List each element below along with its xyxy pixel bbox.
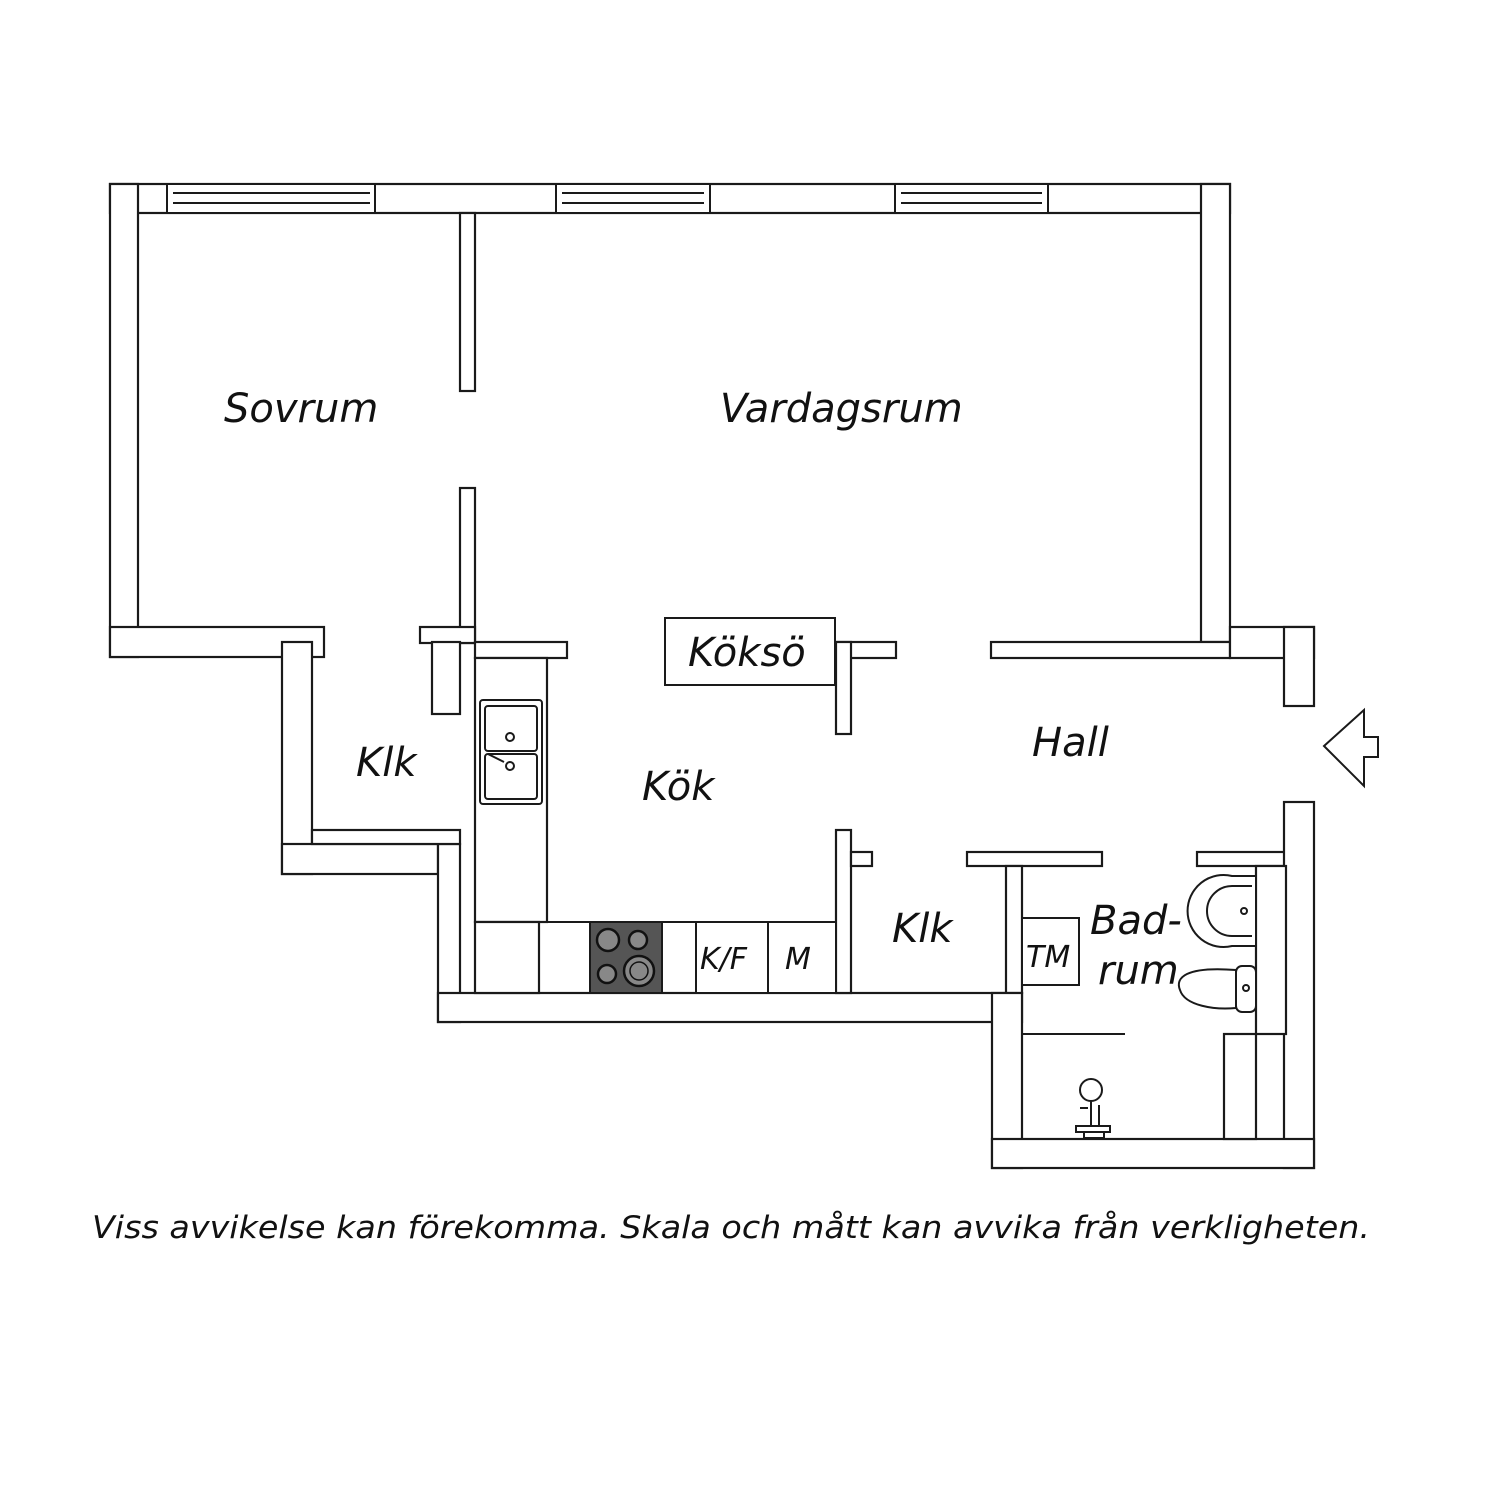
- bathroom-fixtures: [1021, 874, 1257, 1139]
- room-label-vardagsrum: Vardagsrum: [720, 386, 963, 432]
- room-label-klk-left: Klk: [356, 740, 418, 786]
- microwave: [767, 921, 837, 994]
- room-label-sovrum: Sovrum: [224, 386, 378, 432]
- room-label-hall: Hall: [1032, 720, 1109, 766]
- washing-machine: [1021, 917, 1080, 986]
- stove-icon: [589, 921, 663, 994]
- window-living-right: [894, 183, 1049, 214]
- kitchen-island: [664, 617, 836, 686]
- fridge-freezer-label: K/F: [700, 942, 748, 977]
- toilet-icon: [1177, 965, 1257, 1013]
- kitchen-fixtures: [479, 617, 837, 994]
- shower-icon: [1075, 1078, 1111, 1139]
- room-label-badrum-1: Bad-: [1090, 898, 1182, 944]
- room-labels: Sovrum Vardagsrum Köksö Kök Hall Klk Klk…: [224, 386, 1182, 994]
- walls: [108, 182, 1316, 1170]
- windows: [166, 183, 1049, 214]
- room-label-badrum-2: rum: [1098, 948, 1179, 994]
- room-label-koksö: Köksö: [688, 630, 806, 676]
- window-living-left: [555, 183, 711, 214]
- room-label-kok: Kök: [642, 764, 716, 810]
- fridge-freezer: [695, 921, 769, 994]
- washer-label: TM: [1026, 940, 1070, 975]
- fixture-labels: K/F M TM: [700, 940, 1070, 977]
- microwave-label: M: [785, 942, 811, 977]
- entrance-arrow-icon: [1322, 707, 1379, 789]
- room-label-klk-right: Klk: [892, 906, 954, 952]
- disclaimer-text: Viss avvikelse kan förekomma. Skala och …: [92, 1210, 1370, 1246]
- window-bedroom: [166, 183, 376, 214]
- double-sink-icon: [479, 699, 543, 805]
- washbasin-icon: [1186, 874, 1257, 948]
